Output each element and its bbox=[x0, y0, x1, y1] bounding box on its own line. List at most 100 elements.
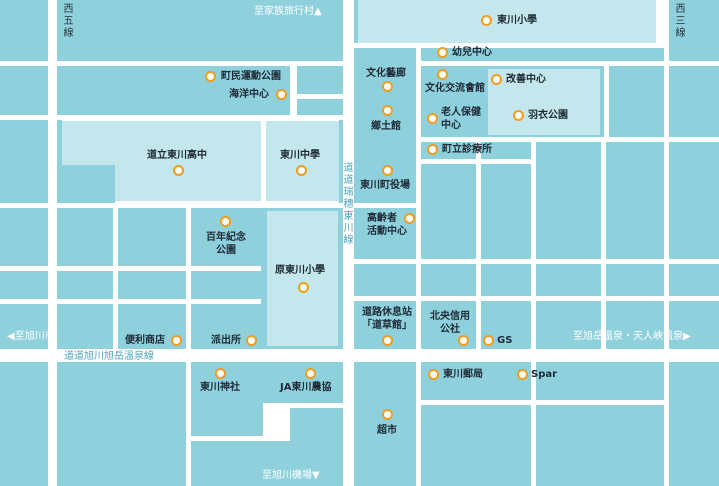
map-block bbox=[609, 66, 664, 137]
label-senior-center: 高齡者 bbox=[367, 213, 397, 224]
map-block bbox=[354, 362, 416, 486]
location-marker[interactable] bbox=[173, 165, 184, 176]
location-marker[interactable] bbox=[296, 165, 307, 176]
location-marker[interactable] bbox=[427, 113, 438, 124]
location-marker[interactable] bbox=[298, 282, 309, 293]
location-marker[interactable] bbox=[491, 74, 502, 85]
map-block bbox=[606, 264, 664, 296]
map-block bbox=[297, 99, 343, 115]
elementary-grounds bbox=[358, 0, 656, 43]
map-block bbox=[57, 120, 62, 203]
location-marker[interactable] bbox=[382, 81, 393, 92]
label-michi-no-eki: 道路休息站 bbox=[362, 307, 412, 318]
location-marker[interactable] bbox=[404, 213, 415, 224]
location-marker[interactable] bbox=[481, 15, 492, 26]
label-senior-center: 活動中心 bbox=[367, 226, 407, 237]
direction-onsen: 至旭岳溫泉・天人峽溫泉▶ bbox=[573, 331, 691, 342]
map-block bbox=[57, 66, 290, 115]
map-block bbox=[536, 142, 601, 259]
road-label-asahikawa-asahidake: 道道旭川旭岳溫泉線 bbox=[64, 351, 154, 362]
map-block bbox=[339, 120, 343, 203]
road-label-nishi-go: 西五線 bbox=[63, 4, 74, 39]
label-convenience-store: 便利商店 bbox=[125, 335, 165, 346]
map-block bbox=[0, 66, 48, 115]
location-marker[interactable] bbox=[382, 335, 393, 346]
map-block bbox=[118, 208, 186, 266]
label-elderly-health: 老人保健 bbox=[441, 107, 481, 118]
map-block bbox=[297, 66, 343, 94]
map-block bbox=[290, 408, 343, 486]
park-grounds bbox=[488, 69, 600, 135]
label-junior-high: 東川中學 bbox=[280, 150, 320, 161]
map-block bbox=[57, 362, 186, 486]
location-marker[interactable] bbox=[382, 105, 393, 116]
location-marker[interactable] bbox=[427, 144, 438, 155]
map-block bbox=[606, 142, 664, 259]
label-kindergarten: 幼兒中心 bbox=[452, 47, 492, 58]
label-higashikawa-elementary: 東川小學 bbox=[497, 15, 537, 26]
map-block bbox=[669, 0, 719, 61]
map-block bbox=[0, 0, 48, 61]
label-supermarket: 超市 bbox=[377, 425, 397, 436]
label-town-hall: 東川町役場 bbox=[360, 180, 410, 191]
map-block bbox=[421, 405, 531, 486]
location-marker[interactable] bbox=[205, 71, 216, 82]
direction-airport: 至旭川機場▼ bbox=[262, 470, 320, 481]
label-bunka-geiroku: 文化藝廊 bbox=[366, 68, 406, 79]
map-block bbox=[421, 264, 476, 296]
map-block bbox=[606, 301, 664, 349]
map-block bbox=[481, 164, 531, 259]
location-marker[interactable] bbox=[437, 69, 448, 80]
location-marker[interactable] bbox=[215, 368, 226, 379]
road-label-nishi-san: 西三線 bbox=[675, 4, 686, 39]
location-marker[interactable] bbox=[246, 335, 257, 346]
location-marker[interactable] bbox=[483, 335, 494, 346]
location-marker[interactable] bbox=[276, 89, 287, 100]
label-police-box: 派出所 bbox=[211, 335, 241, 346]
label-sports-park: 町民運動公園 bbox=[221, 71, 281, 82]
label-ja-cooperative: JA東川農協 bbox=[280, 382, 332, 393]
map-block bbox=[0, 208, 48, 266]
location-marker[interactable] bbox=[382, 409, 393, 420]
map-block bbox=[0, 271, 48, 299]
location-marker[interactable] bbox=[458, 335, 469, 346]
location-marker[interactable] bbox=[171, 335, 182, 346]
location-marker[interactable] bbox=[517, 369, 528, 380]
label-kaizen-center: 改善中心 bbox=[506, 74, 546, 85]
map-block bbox=[481, 142, 531, 159]
map-block bbox=[354, 48, 416, 203]
junior-high-grounds bbox=[266, 121, 339, 201]
location-marker[interactable] bbox=[382, 165, 393, 176]
label-post-office: 東川郵局 bbox=[443, 369, 483, 380]
road-label-mizuho-higashikawa: 道道瑞穗東川線 bbox=[343, 163, 354, 246]
label-spar: Spar bbox=[531, 369, 558, 380]
label-hagoromo-park: 羽衣公園 bbox=[528, 110, 568, 121]
label-credit-union: 公社 bbox=[440, 324, 460, 335]
location-marker[interactable] bbox=[437, 47, 448, 58]
label-centennial-park: 百年紀念 bbox=[206, 232, 246, 243]
location-marker[interactable] bbox=[305, 368, 316, 379]
map-block bbox=[669, 264, 719, 296]
map-block bbox=[57, 165, 115, 203]
high-school-grounds bbox=[115, 160, 261, 201]
location-marker[interactable] bbox=[220, 216, 231, 227]
map-block bbox=[669, 66, 719, 137]
map-block bbox=[57, 304, 113, 349]
label-kyodokan: 鄉土館 bbox=[371, 121, 401, 132]
high-school-grounds bbox=[62, 121, 261, 165]
map-block bbox=[669, 362, 719, 486]
location-marker[interactable] bbox=[513, 110, 524, 121]
map-block bbox=[669, 301, 719, 349]
location-marker[interactable] bbox=[428, 369, 439, 380]
map-block bbox=[0, 362, 48, 486]
map-block bbox=[354, 264, 416, 296]
map-block bbox=[421, 164, 476, 259]
direction-asahikawa-city: ◀至旭川市 bbox=[7, 331, 55, 342]
label-shrine: 東川神社 bbox=[200, 382, 240, 393]
map-block bbox=[191, 441, 290, 486]
map-block bbox=[421, 362, 531, 400]
map-block bbox=[57, 271, 113, 299]
map-block bbox=[0, 120, 48, 203]
map-block bbox=[536, 264, 601, 296]
